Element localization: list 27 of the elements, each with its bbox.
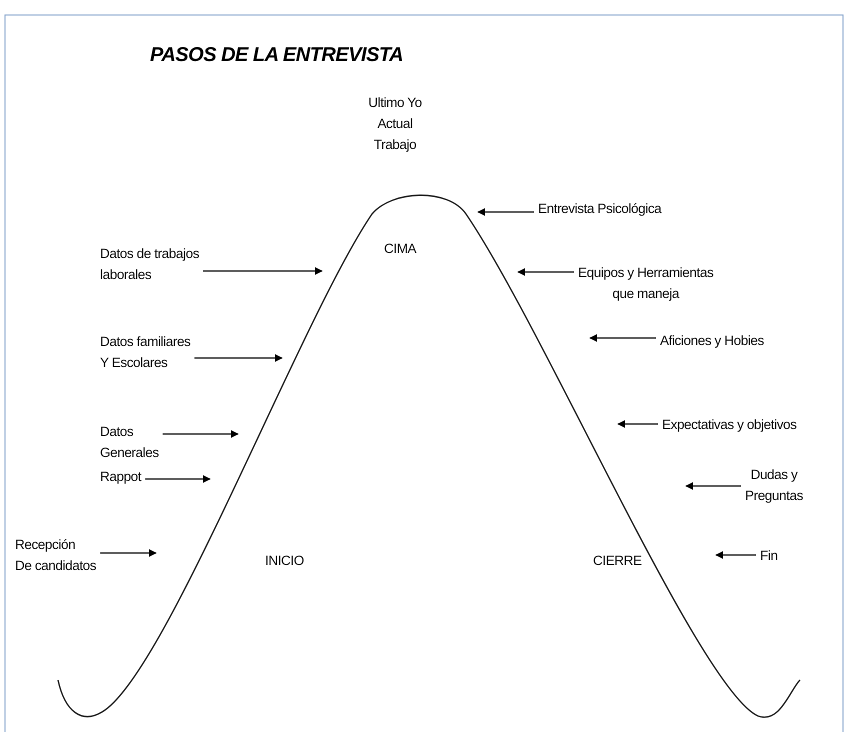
arrow <box>589 334 656 342</box>
diagram-title: PASOS DE LA ENTREVISTA <box>150 44 404 67</box>
arrow <box>477 208 534 216</box>
arrow <box>617 420 658 428</box>
arrow <box>162 430 239 438</box>
arrow <box>203 267 323 275</box>
step-label: Datos Generales <box>100 421 159 463</box>
stage-label: CIMA <box>384 240 418 258</box>
arrow <box>194 354 283 362</box>
step-label: Aficiones y Hobies <box>660 330 764 351</box>
step-label: Datos familiares Y Escolares <box>100 331 190 373</box>
stage-label: CIERRE <box>593 552 643 570</box>
step-label: Entrevista Psicológica <box>538 198 662 219</box>
arrow <box>100 549 157 557</box>
step-label: Dudas y Preguntas <box>745 464 803 506</box>
step-label: Fin <box>760 545 778 566</box>
peak-note: Ultimo Yo Actual Trabajo <box>367 94 423 154</box>
step-label: Expectativas y objetivos <box>662 414 797 435</box>
arrow <box>685 482 741 490</box>
stage-label: INICIO <box>265 552 305 570</box>
step-label: Equipos y Herramientas que maneja <box>578 262 714 304</box>
step-label: Rappot <box>100 466 142 487</box>
arrow <box>715 551 756 559</box>
arrow <box>517 268 574 276</box>
arrow <box>145 475 211 483</box>
step-label: Datos de trabajos laborales <box>100 243 200 285</box>
step-label: Recepción De candidatos <box>15 534 96 576</box>
